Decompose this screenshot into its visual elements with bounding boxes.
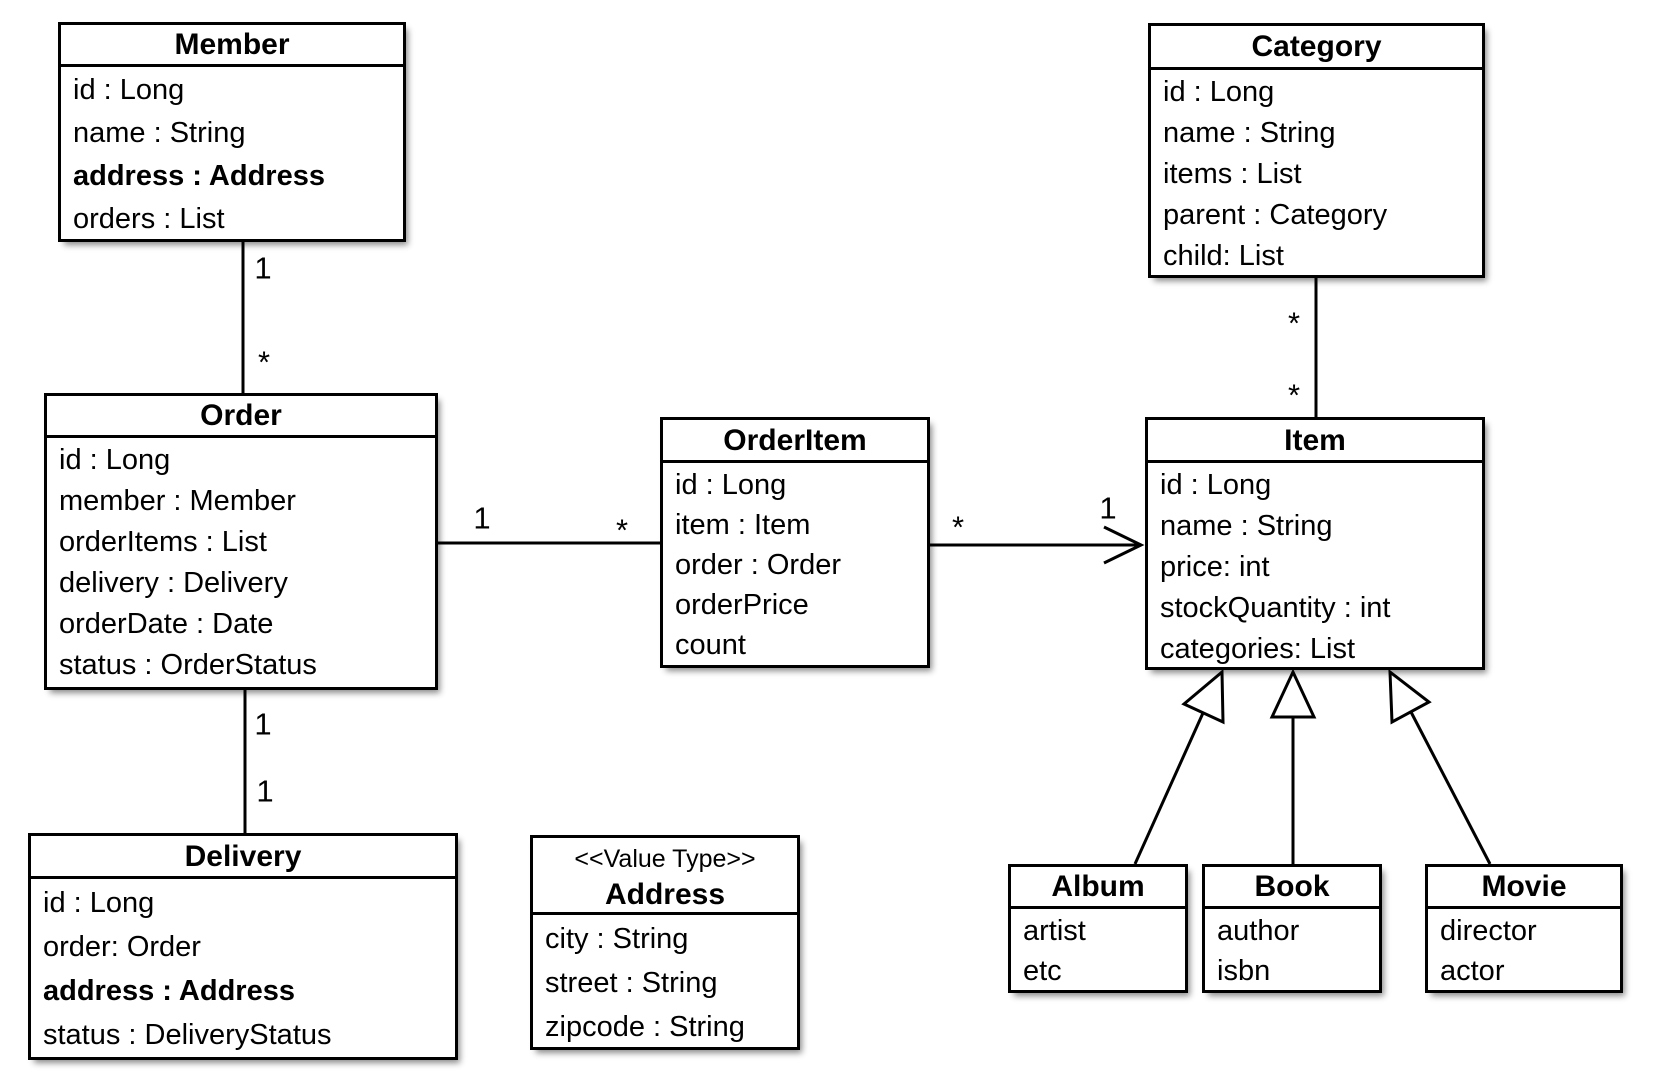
attr-row: name : String <box>73 117 246 149</box>
generalization-arrowhead-icon <box>1181 668 1225 725</box>
multiplicity-label: 1 <box>254 250 272 286</box>
class-title: Album <box>1011 867 1185 909</box>
item-album-generalization-line <box>1133 712 1205 865</box>
class-box-album: Album artist etc <box>1008 864 1188 993</box>
attr-row: id : Long <box>1160 469 1272 501</box>
multiplicity-label: 1 <box>473 500 491 536</box>
class-box-delivery: Delivery id : Long order: Order address … <box>28 833 458 1060</box>
class-title: Category <box>1151 26 1482 70</box>
attr-row: zipcode : String <box>545 1011 745 1043</box>
attr-row: director <box>1440 915 1537 947</box>
item-movie-generalization-line <box>1409 711 1492 865</box>
multiplicity-label: * <box>615 512 629 548</box>
class-box-member: Member id : Long name : String address :… <box>58 22 406 242</box>
multiplicity-label: 1 <box>256 773 274 809</box>
attr-row: city : String <box>545 923 689 955</box>
class-box-movie: Movie director actor <box>1425 864 1623 993</box>
class-title: Book <box>1205 867 1379 909</box>
generalization-arrowhead-icon <box>1388 668 1432 725</box>
attr-row: address : Address <box>73 160 325 192</box>
multiplicity-label: * <box>951 509 965 545</box>
attr-row: orderDate : Date <box>59 608 274 640</box>
attr-row: count <box>675 629 746 661</box>
class-title: Movie <box>1428 867 1620 909</box>
multiplicity-label: * <box>257 344 271 380</box>
stereotype-label: <<Value Type>> <box>574 845 756 873</box>
attr-row: order: Order <box>43 931 201 963</box>
attr-row: author <box>1217 915 1300 947</box>
multiplicity-label: * <box>1287 377 1301 413</box>
class-title: OrderItem <box>663 420 927 463</box>
attr-row: actor <box>1440 955 1505 987</box>
class-box-item: Item id : Long name : String price: int … <box>1145 417 1485 670</box>
attr-row: artist <box>1023 915 1086 947</box>
multiplicity-label: 1 <box>254 706 272 742</box>
attr-row: delivery : Delivery <box>59 567 288 599</box>
generalization-arrowhead-icon <box>1269 668 1317 719</box>
attr-row: item : Item <box>675 509 811 541</box>
attr-row: status : OrderStatus <box>59 649 317 681</box>
attr-row: name : String <box>1163 117 1336 149</box>
attr-row: name : String <box>1160 510 1333 542</box>
multiplicity-label: 1 <box>1099 490 1117 526</box>
class-box-book: Book author isbn <box>1202 864 1382 993</box>
attr-row: etc <box>1023 955 1062 987</box>
attr-row: id : Long <box>43 887 155 919</box>
attr-row: categories: List <box>1160 633 1356 665</box>
multiplicity-label: * <box>1287 305 1301 341</box>
attr-row: id : Long <box>59 444 171 476</box>
attr-row: id : Long <box>73 74 185 106</box>
attr-row: orderItems : List <box>59 526 267 558</box>
class-title: Address <box>604 878 726 911</box>
class-box-category: Category id : Long name : String items :… <box>1148 23 1485 278</box>
attr-row: isbn <box>1217 955 1271 987</box>
attr-row: items : List <box>1163 158 1302 190</box>
attr-row: id : Long <box>1163 76 1275 108</box>
class-title: Delivery <box>31 836 455 879</box>
attr-row: street : String <box>545 967 718 999</box>
attr-row: stockQuantity : int <box>1160 592 1391 624</box>
attr-row: orderPrice <box>675 589 809 621</box>
attr-row: price: int <box>1160 551 1270 583</box>
attr-row: child: List <box>1163 240 1284 272</box>
class-title: Member <box>61 25 403 67</box>
class-box-address: <<Value Type>> Address city : String str… <box>530 835 800 1050</box>
attr-row: member : Member <box>59 485 296 517</box>
attr-row: parent : Category <box>1163 199 1388 231</box>
open-arrowhead-icon <box>1103 525 1145 565</box>
class-title: Order <box>47 396 435 438</box>
attr-row: orders : List <box>73 203 225 235</box>
attr-row: status : DeliveryStatus <box>43 1019 332 1051</box>
attr-row: address : Address <box>43 975 295 1007</box>
attr-row: order : Order <box>675 549 841 581</box>
class-box-orderitem: OrderItem id : Long item : Item order : … <box>660 417 930 668</box>
attr-row: id : Long <box>675 469 787 501</box>
class-title: Item <box>1148 420 1482 463</box>
class-box-order: Order id : Long member : Member orderIte… <box>44 393 438 690</box>
